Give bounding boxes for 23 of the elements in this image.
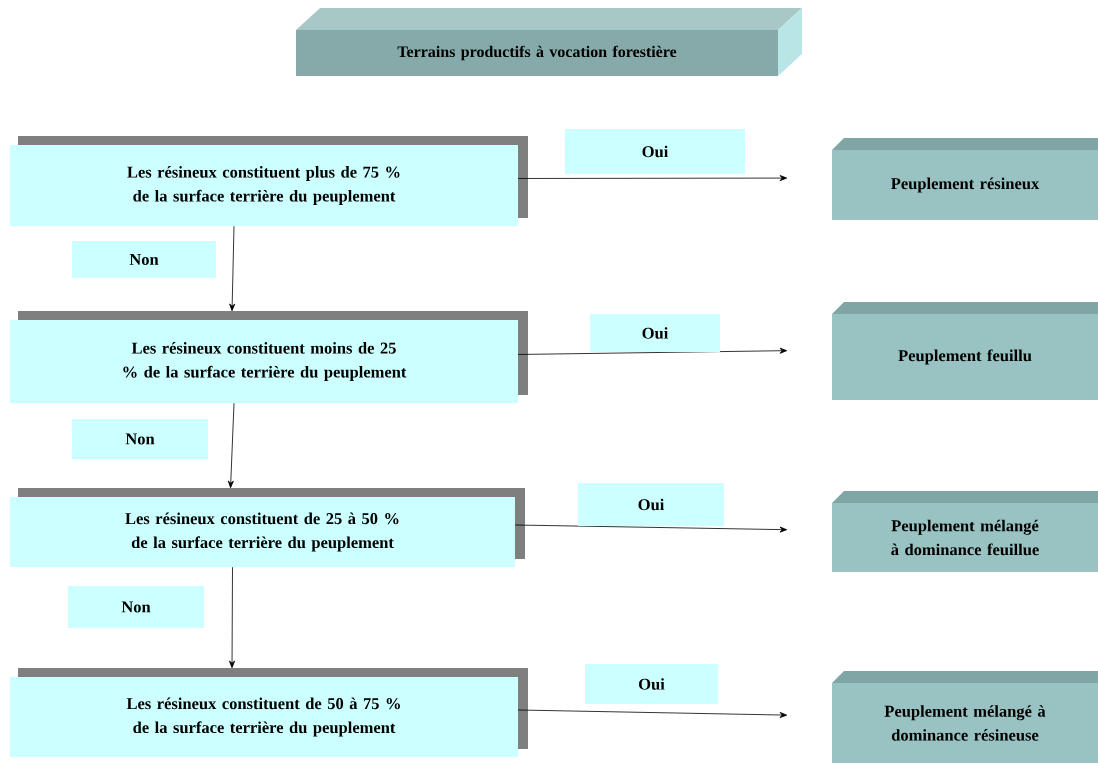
- result-box: Peuplement résineux: [832, 138, 1098, 220]
- arrow: [514, 524, 788, 533]
- result-box: Peuplement feuillu: [832, 302, 1098, 400]
- arrow: [517, 175, 788, 182]
- edge-label: Non: [68, 586, 204, 628]
- edge-label: Non: [72, 241, 216, 278]
- edge-label: Oui: [590, 314, 720, 352]
- result-box: Peuplement mélangé à dominance feuillue: [832, 491, 1098, 572]
- arrow: [517, 347, 788, 355]
- title-box: Terrains productifs à vocation forestière: [296, 8, 802, 76]
- decision-box: Les résineux constituent moins de 25 % de la surface terrière du peuplement: [10, 311, 528, 403]
- arrow: [229, 225, 236, 312]
- edge-label: Non: [72, 419, 208, 459]
- decision-box: Les résineux constituent de 50 à 75 % de la surface terrière du peuplement: [10, 668, 528, 757]
- arrow: [517, 709, 788, 718]
- result-box: Peuplement mélangé à dominance résineuse: [832, 671, 1098, 763]
- arrow: [229, 566, 236, 669]
- decision-box: Les résineux constituent plus de 75 % de la surface terrière du peuplement: [10, 136, 528, 226]
- decision-box: Les résineux constituent de 25 à 50 % de la surface terrière du peuplement: [10, 488, 525, 567]
- arrow: [227, 402, 235, 489]
- edge-label: Oui: [565, 129, 745, 174]
- edge-label: Oui: [585, 664, 718, 704]
- edge-label: Oui: [578, 483, 724, 526]
